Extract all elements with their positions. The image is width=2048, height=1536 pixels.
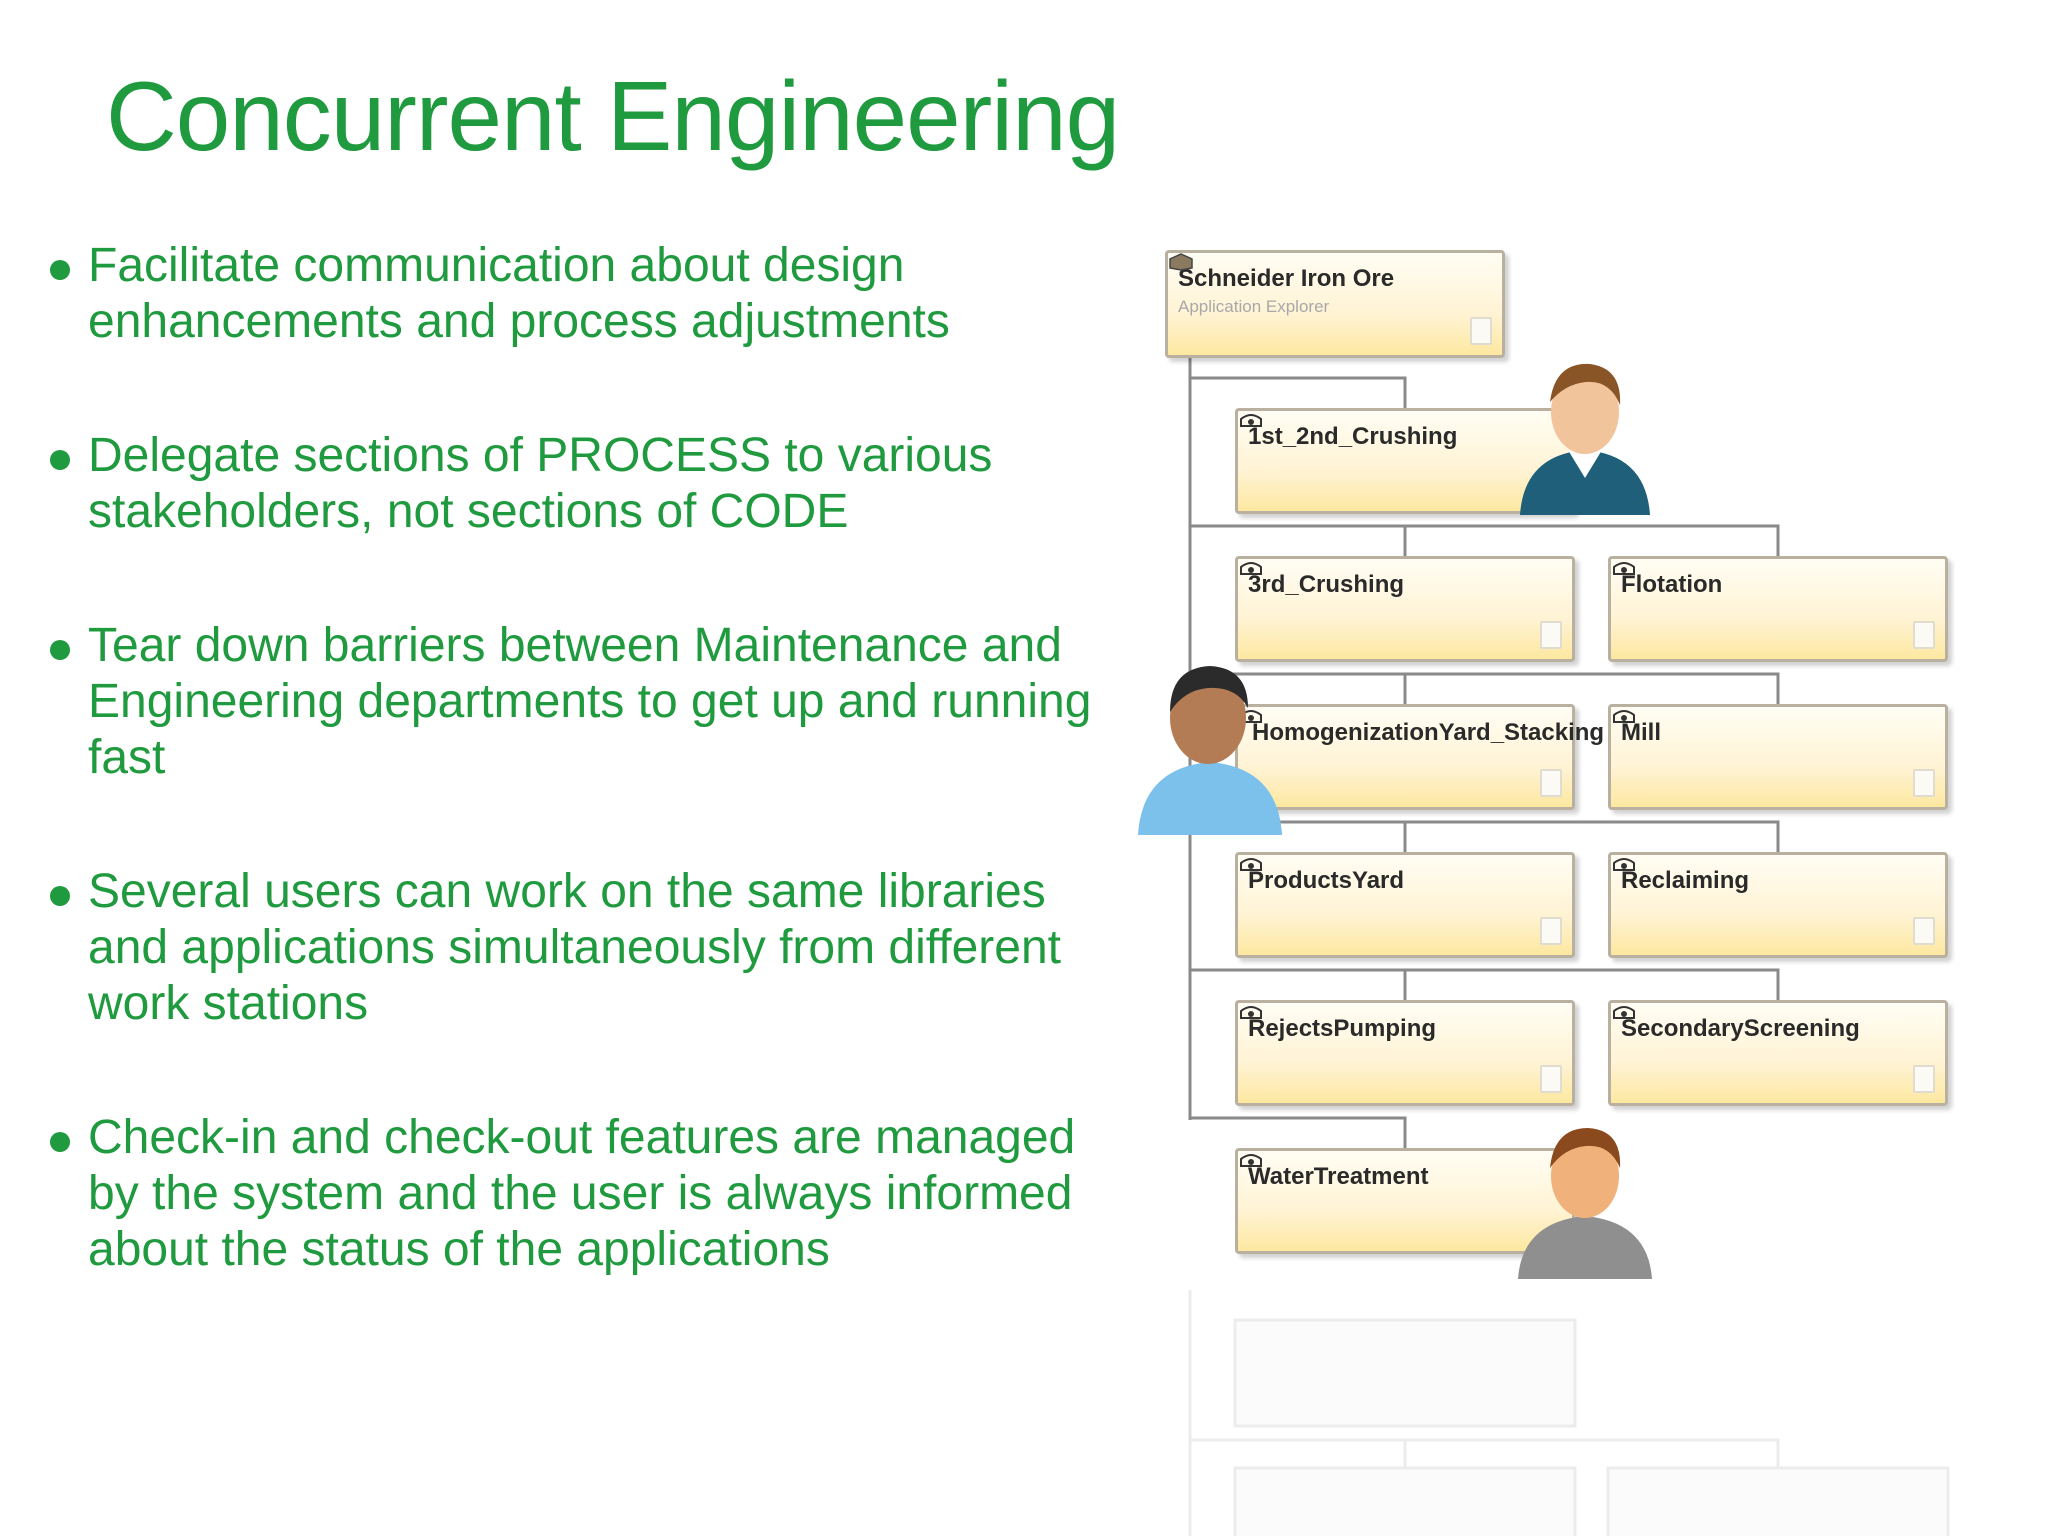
node-label: Flotation [1621, 571, 1723, 598]
node-label: 3rd_Crushing [1248, 571, 1405, 598]
tree-node[interactable]: SecondaryScreening [1608, 1000, 1948, 1106]
bullet-dot-icon [50, 886, 70, 906]
application-icon [1613, 1006, 1635, 1019]
user-avatar-icon [1518, 1128, 1652, 1279]
tree-node[interactable]: 3rd_Crushing [1235, 556, 1575, 662]
user-avatar-icon [1138, 666, 1282, 835]
node-label: 1st_2nd_Crushing [1248, 423, 1458, 450]
tree-reflection [1188, 1290, 1950, 1536]
node-label: WaterTreatment [1248, 1163, 1429, 1190]
tree-node[interactable]: 1st_2nd_Crushing [1235, 408, 1575, 514]
node-label: RejectsPumping [1248, 1015, 1437, 1042]
bullet-dot-icon [50, 1132, 70, 1152]
bullet-text: Delegate sections of PROCESS to various … [88, 429, 993, 538]
tree-node[interactable]: ProductsYard [1235, 852, 1575, 958]
checkout-status-icon [1540, 917, 1562, 945]
tree-node[interactable]: HomogenizationYard_Stacking [1235, 704, 1604, 810]
checkout-status-icon [1470, 317, 1492, 345]
bullet-text: Facilitate communication about design en… [88, 239, 950, 348]
node-label: SecondaryScreening [1621, 1015, 1860, 1042]
node-label: Mill [1621, 719, 1661, 746]
node-label: Reclaiming [1621, 867, 1750, 894]
tree-node[interactable]: Mill [1608, 704, 1948, 810]
checkout-status-icon [1913, 621, 1935, 649]
checkout-status-icon [1540, 769, 1562, 797]
bullet-dot-icon [50, 450, 70, 470]
tree-node-root[interactable]: Schneider Iron Ore Application Explorer [1165, 250, 1505, 358]
cube-icon [1169, 253, 1193, 271]
checkout-status-icon [1540, 1065, 1562, 1093]
slide-title: Concurrent Engineering [106, 61, 1120, 171]
node-label: HomogenizationYard_Stacking [1252, 719, 1605, 746]
bullet-dot-icon [50, 640, 70, 660]
application-tree: Schneider Iron Ore Application Explorer … [1100, 230, 2000, 1280]
checkout-status-icon [1913, 917, 1935, 945]
application-icon [1613, 858, 1635, 871]
application-icon [1240, 414, 1262, 427]
node-sublabel: Application Explorer [1178, 297, 1330, 316]
application-icon [1613, 562, 1635, 575]
bullet-text: Several users can work on the same libra… [88, 865, 1061, 1030]
application-icon [1240, 1006, 1262, 1019]
tree-node[interactable]: WaterTreatment [1235, 1148, 1575, 1254]
node-label: ProductsYard [1248, 867, 1405, 894]
bullet-text: Check-in and check-out features are mana… [88, 1111, 1076, 1276]
tree-node[interactable]: Flotation [1608, 556, 1948, 662]
bullet-dot-icon [50, 260, 70, 280]
application-icon [1240, 1154, 1262, 1167]
checkout-status-icon [1913, 769, 1935, 797]
tree-node[interactable]: Reclaiming [1608, 852, 1948, 958]
checkout-status-icon [1540, 621, 1562, 649]
bullet-text: Tear down barriers between Maintenance a… [88, 619, 1092, 784]
node-label: Schneider Iron Ore [1178, 265, 1395, 292]
application-icon [1613, 710, 1635, 723]
user-avatar-icon [1520, 363, 1650, 515]
tree-node[interactable]: RejectsPumping [1235, 1000, 1575, 1106]
application-icon [1240, 858, 1262, 871]
checkout-status-icon [1913, 1065, 1935, 1093]
application-icon [1240, 562, 1262, 575]
